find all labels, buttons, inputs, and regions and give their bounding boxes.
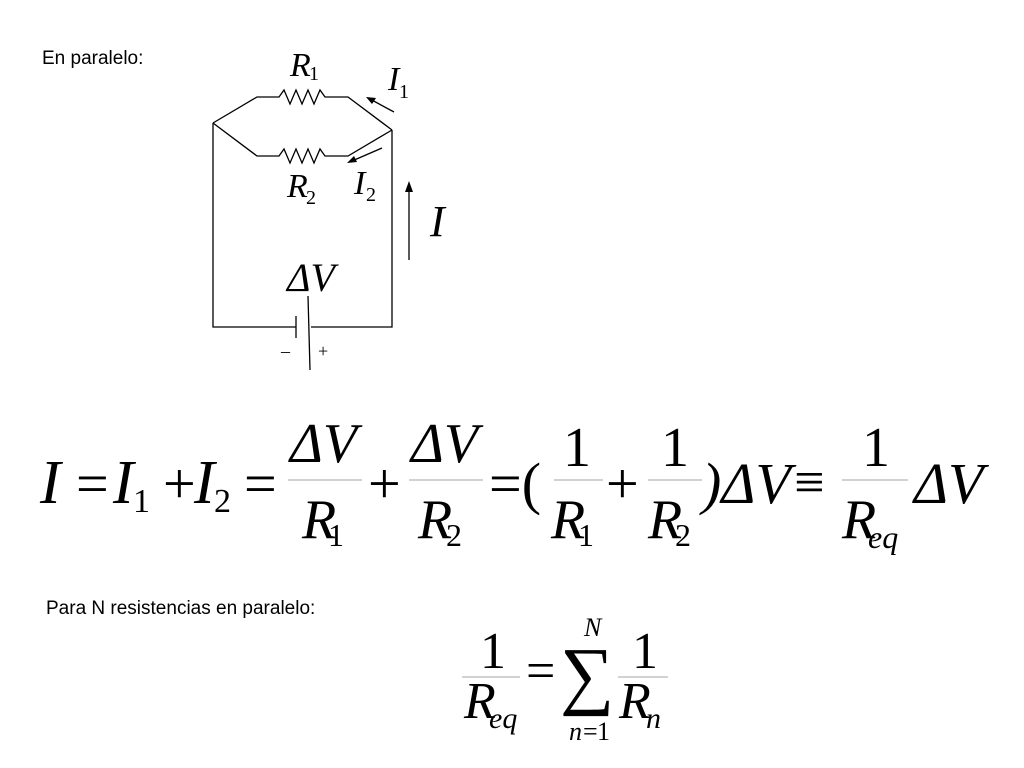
right-wire xyxy=(311,130,393,328)
r2-label: R xyxy=(286,168,308,205)
sum-upper-limit: N xyxy=(583,613,603,642)
eq-close-paren-dv: )ΔV xyxy=(699,451,797,516)
frac3-denominator: R xyxy=(550,489,585,551)
battery-long-plate xyxy=(307,295,311,371)
frac5-den-sub: eq xyxy=(868,519,898,555)
i2-subscript: 2 xyxy=(366,184,376,206)
eq-plus-2: + xyxy=(368,451,401,516)
eq-plus-1: + xyxy=(163,451,196,516)
eq-i1-sub: 1 xyxy=(133,483,150,520)
r1-label: R xyxy=(289,47,311,84)
eq-i2: I xyxy=(193,449,218,517)
frac5-denominator: R xyxy=(841,489,876,551)
battery-plus-sign: + xyxy=(318,341,328,361)
sum-lower-equals: = xyxy=(583,717,598,746)
eq-lhs-i: I xyxy=(39,449,64,517)
n-resistors-heading: Para N resistencias en paralelo: xyxy=(46,598,316,619)
frac1-den-sub: 1 xyxy=(328,517,344,553)
frac5-numerator: 1 xyxy=(862,417,890,479)
r1-subscript: 1 xyxy=(309,63,319,85)
battery-voltage-label: ΔV xyxy=(285,255,339,300)
eq-equiv: ≡ xyxy=(794,452,824,512)
sum-left-den-sub: eq xyxy=(489,702,517,735)
current-arrow-i xyxy=(405,181,413,260)
sum-right-denominator: R xyxy=(618,673,651,730)
frac4-den-sub: 2 xyxy=(675,517,691,553)
eq-equals-2: = xyxy=(244,451,277,516)
battery-minus-sign: – xyxy=(280,341,291,361)
current-arrow-i2 xyxy=(347,147,383,163)
frac2-numerator: ΔV xyxy=(409,413,484,475)
frac3-den-sub: 1 xyxy=(578,517,594,553)
resistor-r1-branch xyxy=(212,88,393,131)
eq-equals-open-paren: =( xyxy=(489,451,541,516)
frac2-denominator: R xyxy=(417,489,452,551)
sum-lower-var: n xyxy=(569,717,582,746)
sum-right-den-sub: n xyxy=(646,702,661,735)
eq-tail-dv: ΔV xyxy=(912,451,990,516)
i2-label: I xyxy=(353,165,367,202)
sum-right-numerator: 1 xyxy=(632,623,658,680)
eq-i2-sub: 2 xyxy=(214,483,231,520)
sum-left-denominator: R xyxy=(463,673,496,730)
i1-subscript: 1 xyxy=(399,81,409,103)
eq-plus-3: + xyxy=(606,451,639,516)
total-current-label: I xyxy=(429,197,447,246)
frac4-numerator: 1 xyxy=(661,417,689,479)
sum-equals: = xyxy=(526,643,555,700)
eq-equals-1: = xyxy=(76,451,109,516)
parallel-circuit-diagram: R 1 I 1 R 2 I 2 I ΔV – + xyxy=(212,47,447,371)
sum-equation: 1 R eq = N ∑ n = 1 1 R n xyxy=(462,613,668,746)
sum-lower-value: 1 xyxy=(597,717,610,746)
sigma-symbol: ∑ xyxy=(560,633,614,717)
r2-subscript: 2 xyxy=(306,187,316,209)
frac1-numerator: ΔV xyxy=(288,413,363,475)
sum-left-numerator: 1 xyxy=(480,623,506,680)
main-equation: I = I 1 + I 2 = ΔV R 1 + ΔV R 2 =( 1 R 1… xyxy=(39,413,990,555)
parallel-heading: En paralelo: xyxy=(42,48,144,69)
frac2-den-sub: 2 xyxy=(446,517,462,553)
resistor-r2-branch xyxy=(212,122,393,165)
current-arrow-i1 xyxy=(366,97,395,113)
i1-label: I xyxy=(387,61,401,98)
frac3-numerator: 1 xyxy=(563,417,591,479)
left-wire xyxy=(212,123,296,328)
frac4-denominator: R xyxy=(647,489,682,551)
frac1-denominator: R xyxy=(301,489,336,551)
eq-i1: I xyxy=(112,449,137,517)
